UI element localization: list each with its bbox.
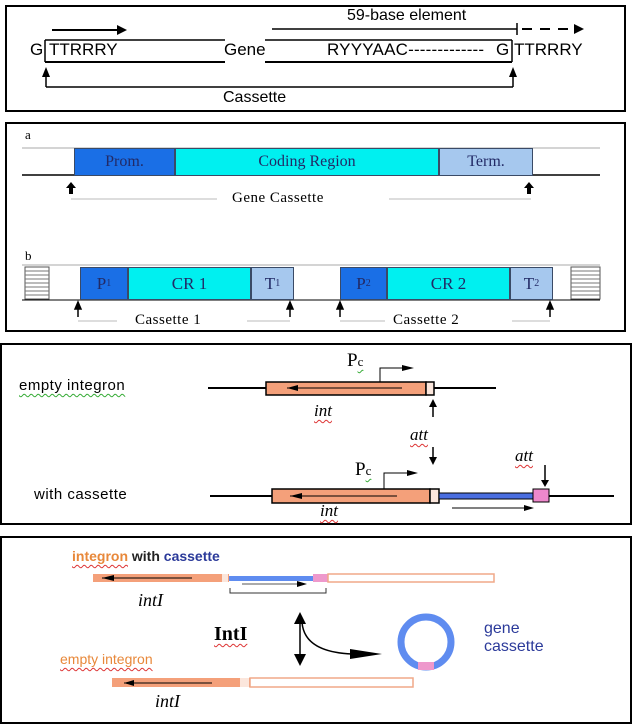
right-g-base: G: [496, 40, 510, 59]
promoter-segment: Prom.: [74, 148, 175, 176]
cassette-2-caption: Cassette 2: [393, 312, 460, 328]
right-flank-hatch: [570, 266, 601, 300]
terminator-label: Term.: [467, 153, 505, 170]
up-arrowhead: [294, 612, 306, 624]
cassette-start-arrow: [66, 182, 76, 194]
att-site-box: [532, 488, 550, 503]
with-cassette-segment: [229, 576, 313, 581]
with-att-box: [429, 488, 440, 504]
integron-with-cassette-title: integron with cassette: [72, 548, 220, 564]
cassette-left-arrowhead: [42, 67, 50, 77]
gene-label: Gene: [224, 40, 266, 59]
int-direction-arrow: [287, 385, 298, 391]
cassette-right-arrowhead: [509, 67, 517, 77]
with-pc-promoter-arrow: [383, 472, 407, 489]
promoter-2-subscript: 2: [365, 278, 371, 289]
title-cassette: cassette: [163, 548, 220, 564]
intI-label-bottom: intI: [155, 691, 180, 711]
with-downstream-region: [327, 573, 495, 583]
terminator-1-subscript: 1: [275, 278, 281, 289]
gene-cassette-circle: [397, 613, 455, 671]
pc-promoter-arrow: [379, 367, 402, 382]
gene-cassette-label-line2: cassette: [484, 638, 544, 655]
right-sequence: TTRRRY: [514, 40, 583, 59]
down-arrowhead: [294, 654, 306, 666]
dashed-arrow-head: [574, 24, 584, 34]
terminator-2-subscript: 2: [534, 278, 540, 289]
intI-direction-arrow-bottom: [124, 680, 134, 686]
part-b-label: b: [25, 248, 32, 263]
empty-integron-label: empty integron: [19, 377, 126, 394]
empty-att-box: [425, 381, 435, 396]
coding-region-2-segment: CR 2: [387, 267, 510, 300]
panel1-graphics: [42, 23, 584, 88]
left-flank-hatch: [24, 266, 50, 300]
intI-direction-arrow-top: [102, 575, 114, 581]
int-label-bottom: int: [320, 501, 338, 520]
empty-integron-label: empty integron: [60, 651, 153, 667]
pc-label-top: Pc: [347, 350, 364, 371]
coding-region-2-label: CR 2: [430, 273, 467, 293]
cassette-label: Cassette: [223, 89, 287, 106]
cassette-direction-arrow: [524, 505, 534, 511]
cassette-insert: [438, 492, 534, 500]
cassette-1-caption: Cassette 1: [135, 312, 202, 328]
promoter-1-label: P: [96, 273, 107, 293]
panel4-graphics: [93, 573, 495, 688]
panel-59-base-element: G TTRRRY Gene RYYYAAC------------- G TTR…: [5, 5, 626, 112]
int-label-top: int: [314, 401, 332, 420]
terminator-2-label: T: [523, 273, 535, 293]
left-g-base: G: [30, 40, 44, 59]
with-int-direction-arrow: [290, 493, 302, 499]
cassette-arrow-top: [297, 581, 307, 587]
promoter-1-subscript: 1: [106, 278, 112, 289]
att2-down-arrow: [541, 480, 549, 487]
att-label-right: att: [515, 446, 533, 465]
coding-region-segment: Coding Region: [175, 148, 439, 176]
empty-downstream-region: [249, 677, 414, 688]
att-up-arrow: [429, 399, 437, 407]
promoter-2-label: P: [356, 273, 366, 293]
element-label: 59-base element: [347, 7, 467, 24]
with-att-mark: [222, 574, 228, 582]
title-integron: integron: [72, 548, 128, 564]
coding-region-label: Coding Region: [258, 153, 356, 170]
att-down-arrow: [429, 457, 437, 465]
cassette-end-arrow: [524, 182, 534, 194]
direction-arrow-left-head: [117, 25, 127, 35]
title-with: with: [131, 548, 160, 564]
panel-integron-insertion: empty integron Pc int att with cassette …: [0, 343, 632, 525]
gene-cassette-caption: Gene Cassette: [232, 190, 324, 206]
terminator-1-label: T: [264, 273, 276, 293]
excision-curve-arrow: [301, 621, 353, 655]
gene-cassette-label-line1: gene: [484, 620, 520, 637]
circle-att-site: [418, 662, 434, 670]
intI-label-top: intI: [138, 590, 163, 610]
panel-cassette-structure: a Prom. Coding Region Term. Gene Cassett…: [5, 122, 626, 332]
intI-enzyme-label: IntI: [214, 623, 248, 645]
cassette-bracket: [229, 588, 327, 594]
with-cassette-label: with cassette: [34, 486, 128, 503]
promoter-label: Prom.: [105, 153, 144, 170]
coding-region-1-label: CR 1: [171, 273, 208, 293]
coding-region-1-segment: CR 1: [128, 267, 251, 300]
part-a-label: a: [25, 127, 31, 142]
pc-label-bottom: Pc: [355, 459, 372, 480]
panel3-graphics: [208, 365, 614, 511]
with-att-site: [313, 574, 328, 582]
att-label-middle: att: [410, 425, 428, 444]
panel-cassette-excision: integron with cassette intI IntI empty i…: [0, 536, 632, 724]
left-sequence: TTRRRY: [49, 40, 118, 59]
terminator-segment: Term.: [439, 148, 533, 176]
middle-sequence: RYYYAAC-------------: [327, 40, 485, 59]
